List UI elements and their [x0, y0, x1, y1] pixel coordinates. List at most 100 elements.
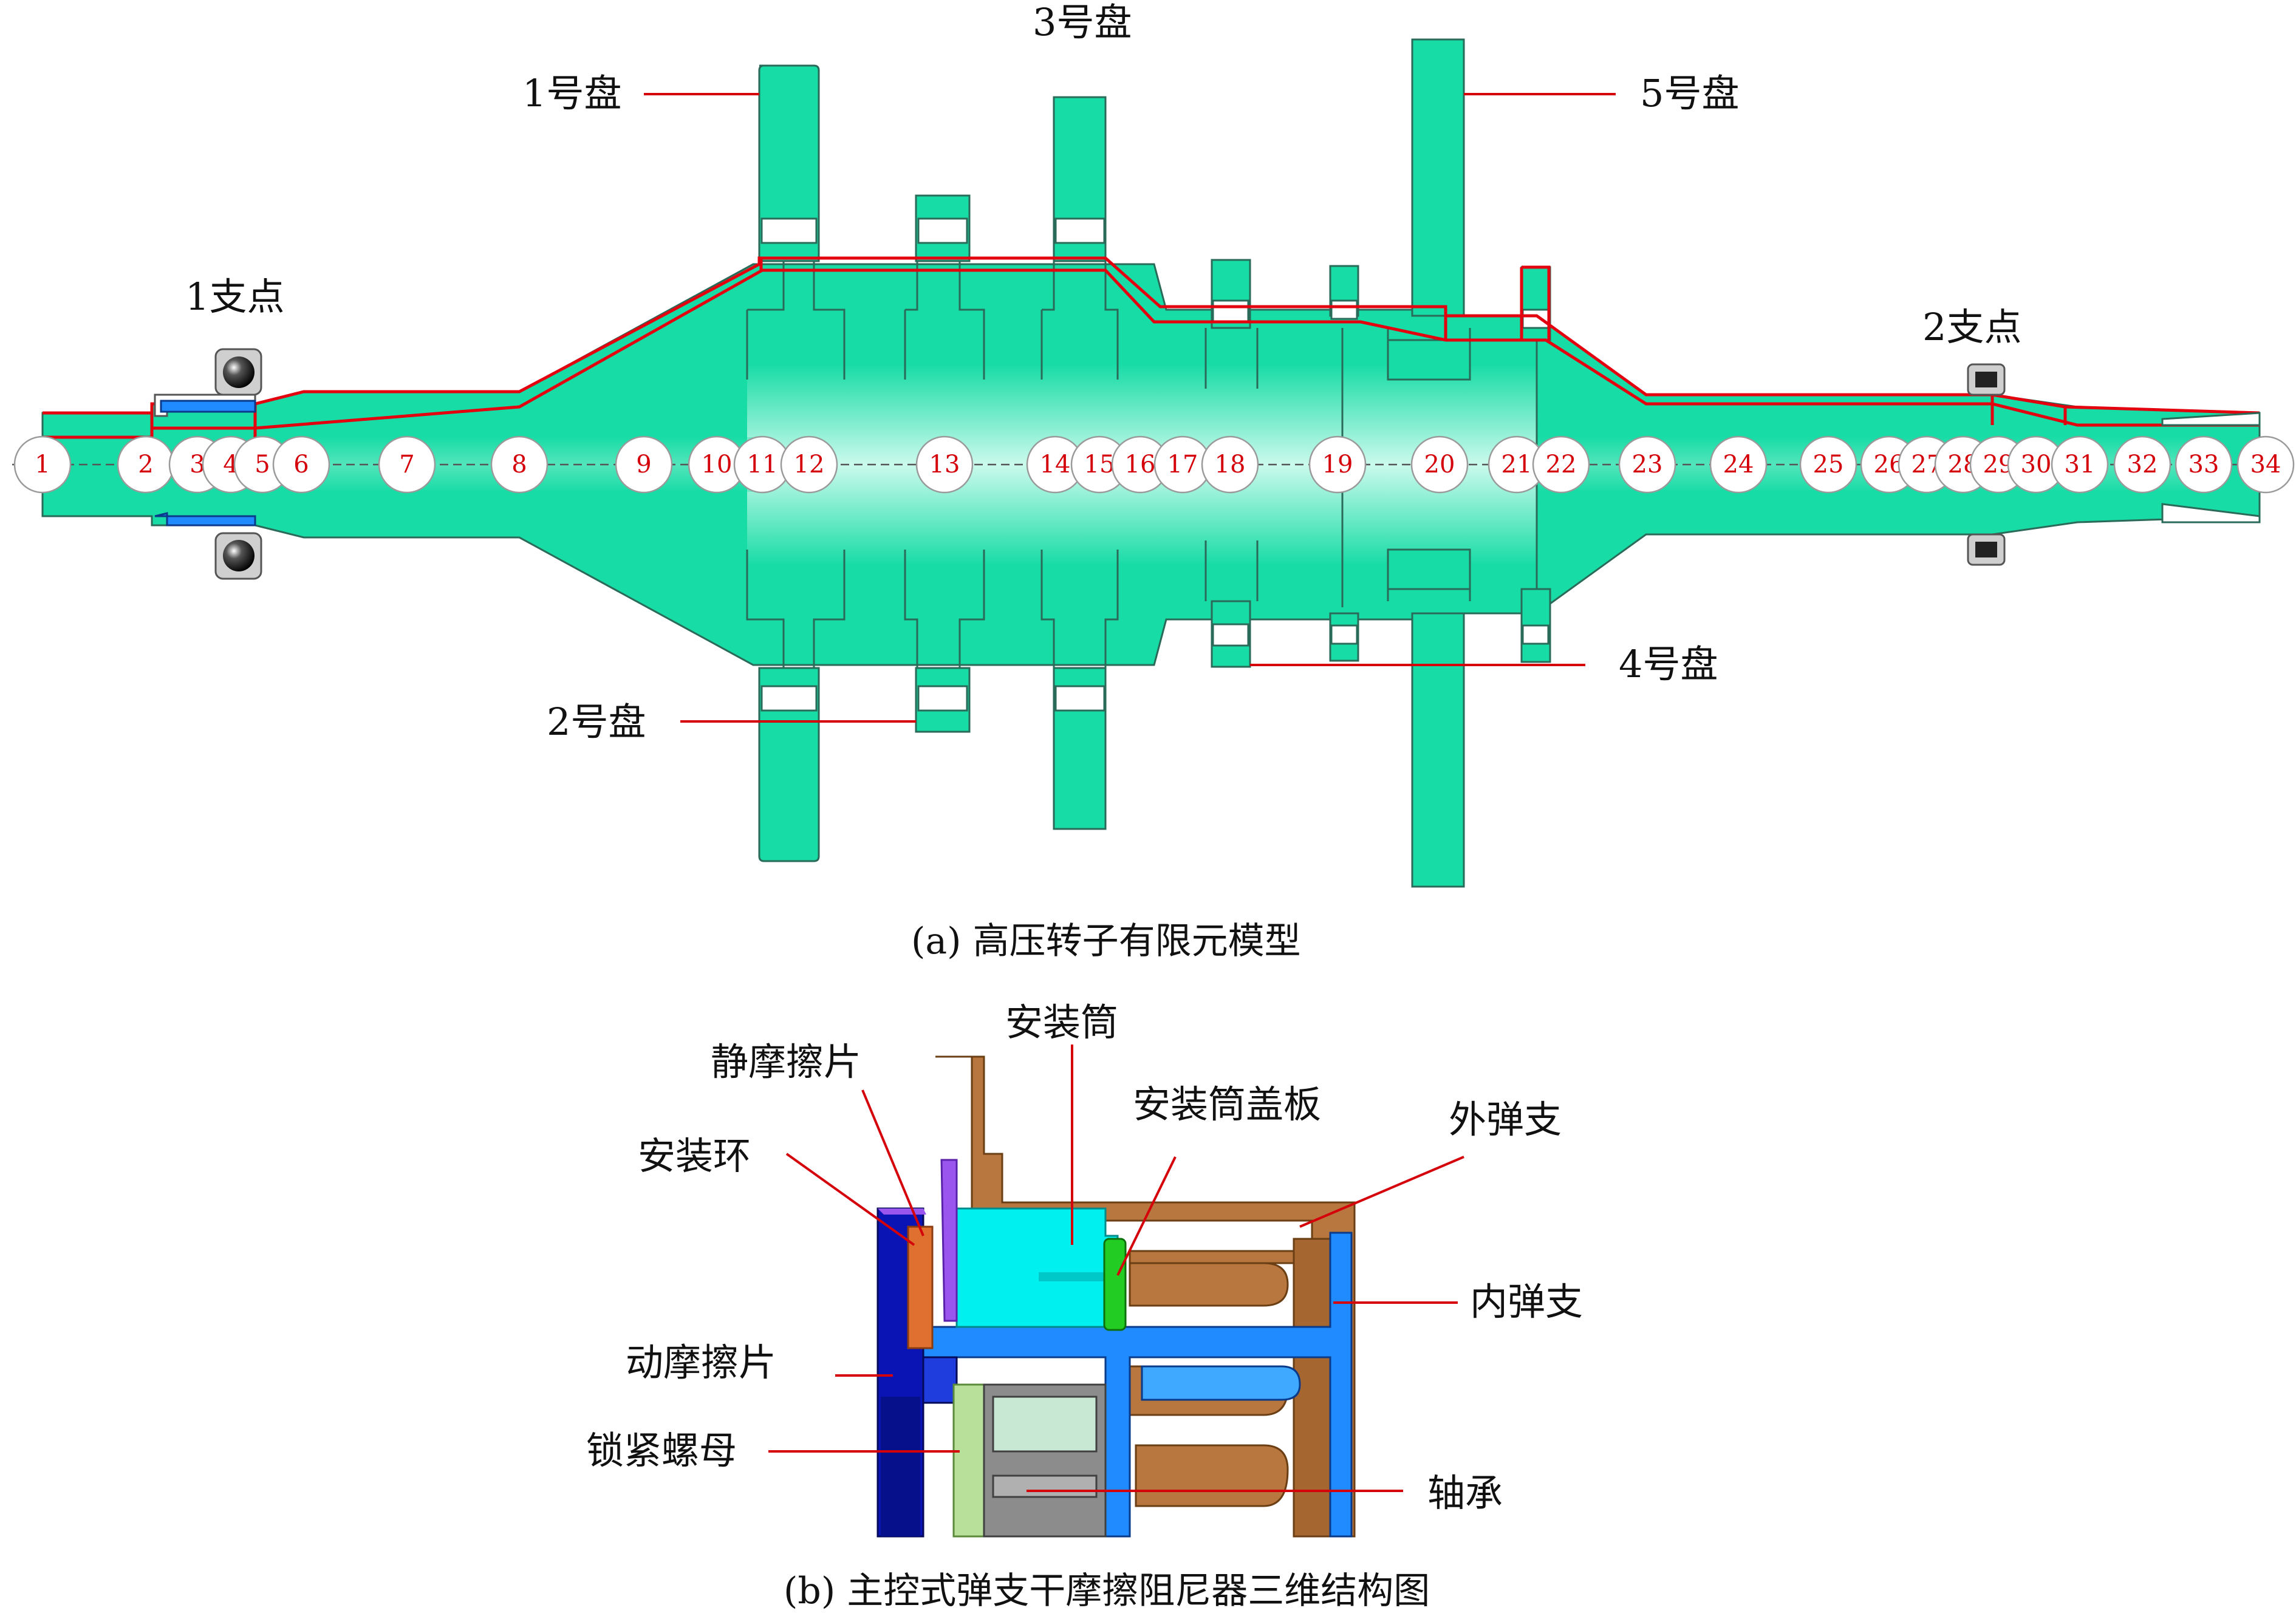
- node-label: 34: [2250, 451, 2281, 479]
- node-31: 31: [2051, 435, 2109, 494]
- node-circle: [1532, 435, 1590, 494]
- node-circle: [1799, 435, 1857, 494]
- label-disk-1: 1号盘: [522, 71, 621, 115]
- node-circle: [615, 435, 673, 494]
- disk-5: [1387, 38, 1471, 888]
- support-1: [154, 348, 262, 580]
- node-label: 14: [1040, 451, 1071, 479]
- node-label: 12: [794, 451, 825, 479]
- node-circle: [2175, 435, 2233, 494]
- node-11: 11: [733, 435, 791, 494]
- node-label: 22: [1546, 451, 1577, 479]
- label-disk-5: 5号盘: [1640, 71, 1739, 115]
- label-mount-cover: 安装筒盖板: [1133, 1082, 1321, 1126]
- node-label: 18: [1215, 451, 1246, 479]
- node-21: 21: [1488, 435, 1546, 494]
- mount-cylinder-body: [955, 1207, 1119, 1328]
- disk-1: [758, 64, 820, 862]
- node-label: 2: [138, 451, 153, 479]
- node-label: 33: [2188, 451, 2219, 479]
- label-support-1: 1支点: [185, 274, 284, 319]
- node-circle: [915, 435, 974, 494]
- node-6: 6: [272, 435, 330, 494]
- node-22: 22: [1532, 435, 1590, 494]
- node-label: 20: [1424, 451, 1455, 479]
- rotor-model: 1234567891011121314151617181920212223242…: [12, 0, 2295, 963]
- node-circle: [1410, 435, 1469, 494]
- node-33: 33: [2175, 435, 2233, 494]
- node-label: 6: [293, 451, 309, 479]
- disk-leaders: [644, 93, 1616, 723]
- static-friction-part: [940, 1159, 958, 1322]
- node-label: 23: [1632, 451, 1663, 479]
- node-12: 12: [780, 435, 838, 494]
- node-14: 14: [1026, 435, 1084, 494]
- caption-b: (b) 主控式弹支干摩擦阻尼器三维结构图: [784, 1570, 1430, 1612]
- label-bearing: 轴承: [1427, 1471, 1503, 1515]
- label-mount-ring: 安装环: [638, 1134, 751, 1178]
- node-circle: [2113, 435, 2171, 494]
- damper-structure: 安装筒 静摩擦片 安装筒盖板 外弹支 安装环 内弹支 动摩擦片 锁紧螺母 轴承 …: [586, 1000, 1583, 1612]
- node-label: 15: [1084, 451, 1115, 479]
- node-circle: [2236, 435, 2295, 494]
- label-disk-4: 4号盘: [1619, 642, 1718, 686]
- mount-cover-plate: [1103, 1238, 1127, 1331]
- node-circle: [13, 435, 72, 494]
- disk-3: [1053, 96, 1107, 830]
- disk-2: [915, 194, 971, 733]
- label-mount-cylinder: 安装筒: [1005, 1000, 1118, 1045]
- node-label: 32: [2127, 451, 2158, 479]
- node-19: 19: [1308, 435, 1367, 494]
- node-30: 30: [2007, 435, 2065, 494]
- node-circle: [2051, 435, 2109, 494]
- static-friction-pad: [907, 1225, 934, 1349]
- node-34: 34: [2236, 435, 2295, 494]
- node-circle: [1308, 435, 1367, 494]
- node-label: 21: [1502, 451, 1532, 479]
- node-1: 1: [13, 435, 72, 494]
- label-dynamic-friction: 动摩擦片: [626, 1340, 776, 1385]
- node-18: 18: [1201, 435, 1259, 494]
- node-label: 30: [2021, 451, 2052, 479]
- node-label: 13: [929, 451, 960, 479]
- label-lock-nut: 锁紧螺母: [586, 1428, 737, 1473]
- node-23: 23: [1618, 435, 1676, 494]
- node-label: 19: [1322, 451, 1353, 479]
- label-support-2: 2支点: [1922, 305, 2021, 349]
- node-7: 7: [378, 435, 436, 494]
- support-2: [1967, 363, 2006, 566]
- node-9: 9: [615, 435, 673, 494]
- node-circle: [780, 435, 838, 494]
- node-13: 13: [915, 435, 974, 494]
- label-static-friction: 静摩擦片: [711, 1040, 861, 1084]
- node-circle: [490, 435, 548, 494]
- lock-nut-body: [952, 1383, 985, 1538]
- node-label: 5: [255, 451, 270, 479]
- node-label: 9: [636, 451, 651, 479]
- inner-spring-body: [922, 1232, 1353, 1538]
- label-disk-2: 2号盘: [547, 700, 646, 744]
- node-label: 1: [35, 451, 50, 479]
- node-label: 7: [399, 451, 414, 479]
- node-circle: [1201, 435, 1259, 494]
- node-circle: [272, 435, 330, 494]
- node-label: 10: [702, 451, 733, 479]
- node-label: 16: [1125, 451, 1156, 479]
- caption-a: (a) 高压转子有限元模型: [911, 920, 1301, 963]
- node-label: 25: [1813, 451, 1844, 479]
- node-label: 31: [2065, 451, 2096, 479]
- node-label: 17: [1167, 451, 1198, 479]
- damper-leaders: [768, 1045, 1464, 1492]
- label-outer-spring: 外弹支: [1449, 1097, 1562, 1142]
- node-2: 2: [117, 435, 175, 494]
- node-circle: [1618, 435, 1676, 494]
- node-label: 24: [1723, 451, 1754, 479]
- node-17: 17: [1153, 435, 1212, 494]
- node-circle: [378, 435, 436, 494]
- node-32: 32: [2113, 435, 2171, 494]
- node-8: 8: [490, 435, 548, 494]
- disk-4: [1211, 259, 1551, 668]
- node-15: 15: [1070, 435, 1129, 494]
- node-label: 8: [511, 451, 527, 479]
